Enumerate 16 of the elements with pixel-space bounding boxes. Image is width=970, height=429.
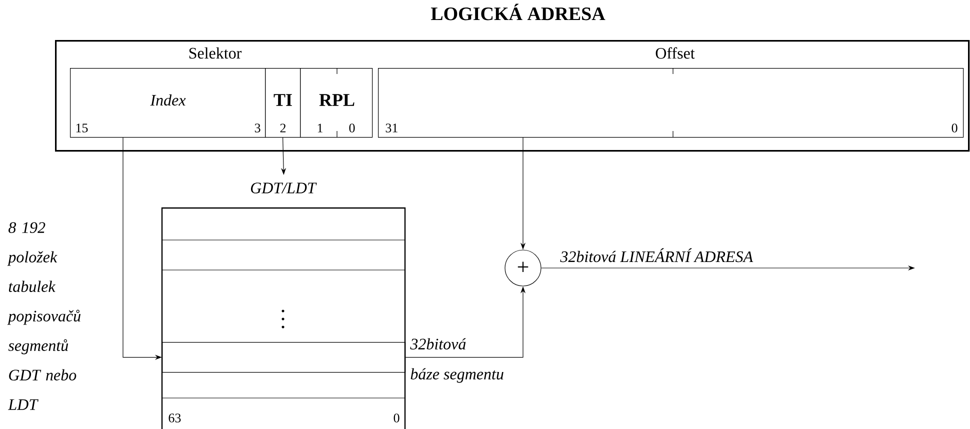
node-label: Offset: [656, 47, 695, 59]
bit-field: Index 15 3: [70, 68, 266, 138]
edge-label: 32bitová LINEÁRNÍ ADRESA: [560, 248, 754, 262]
title: LOGICKÁ ADRESA: [430, 4, 606, 20]
group-label: Selektor: [189, 47, 242, 59]
node-label: 0: [394, 414, 400, 422]
side-note: 8 192 položek tabulek popisovačů segmentů GDT nebo LDT: [7, 222, 80, 410]
edge-label: 32bitová báze segmentu: [410, 338, 504, 383]
node-label: GDT/LDT: [250, 182, 317, 194]
offset-field: Offset 31 0: [378, 47, 964, 138]
node-label: 63: [168, 414, 181, 422]
descriptor-table: GDT/LDT 63 0: [161, 182, 406, 429]
address-frame: [55, 40, 970, 152]
bit-field: RPL 1 0: [300, 68, 373, 138]
table-row: [162, 342, 406, 373]
bit-field: TI 2: [265, 68, 301, 138]
